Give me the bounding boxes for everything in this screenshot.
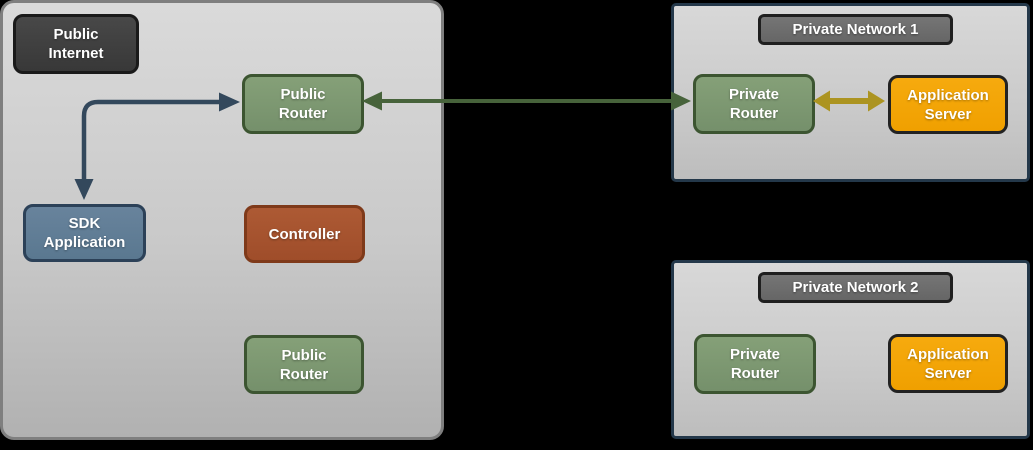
private-network-2-zone: Private Network 2 Private Router Applica… [671, 260, 1030, 439]
sdk-application-node: SDK Application [23, 204, 146, 262]
public-router-top-node: Public Router [242, 74, 364, 134]
application-server-2-label: Application Server [907, 345, 989, 382]
application-server-1-node: Application Server [888, 75, 1008, 134]
application-server-2-node: Application Server [888, 334, 1008, 393]
public-internet-node: Public Internet [13, 14, 139, 74]
controller-node: Controller [244, 205, 365, 263]
private-network-1-title-label: Private Network 1 [792, 21, 919, 38]
private-router-1-label: Private Router [728, 86, 780, 122]
private-network-1-zone: Private Network 1 Private Router Applica… [671, 3, 1030, 182]
private-network-2-title: Private Network 2 [758, 272, 953, 303]
private-router-2-label: Private Router [729, 346, 781, 382]
private-router-1-node: Private Router [693, 74, 815, 134]
public-router-top-label: Public Router [278, 86, 328, 122]
public-router-bottom-label: Public Router [279, 346, 329, 383]
public-router-bottom-node: Public Router [244, 335, 364, 394]
public-internet-zone: Public Internet Public Router SDK Applic… [0, 0, 444, 440]
sdk-application-label: SDK Application [43, 215, 126, 251]
private-network-1-title: Private Network 1 [758, 14, 953, 45]
controller-label: Controller [268, 225, 341, 243]
private-router-2-node: Private Router [694, 334, 816, 394]
application-server-1-label: Application Server [907, 86, 989, 123]
private-network-2-title-label: Private Network 2 [792, 279, 919, 296]
public-internet-label: Public Internet [48, 26, 104, 62]
